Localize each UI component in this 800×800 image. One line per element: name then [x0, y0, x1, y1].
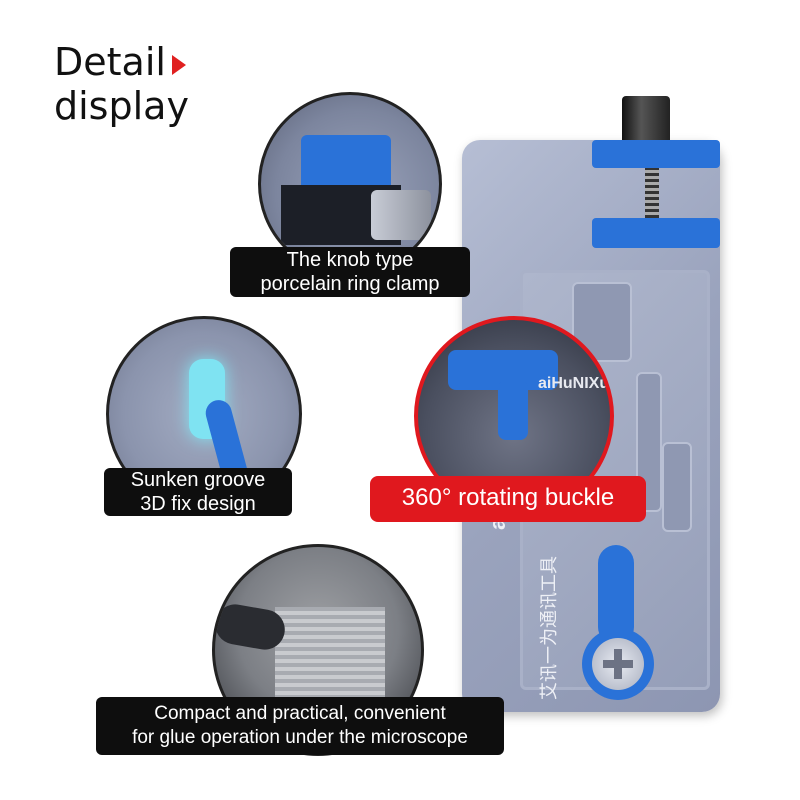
- brand-engraving-detail: aiHuNIXun: [538, 375, 614, 393]
- clamp-bar-top: [592, 140, 720, 168]
- callout-line: for glue operation under the microscope: [132, 727, 468, 748]
- detail-circle-knob-clamp: [258, 92, 442, 276]
- callout-groove: Sunken groove 3D fix design: [104, 468, 292, 516]
- brand-engraving-detail-text: aiHuNIXun: [538, 375, 614, 392]
- screw-cross: [614, 649, 622, 679]
- callout-line: Compact and practical, convenient: [154, 703, 446, 724]
- title-line-2: display: [54, 84, 189, 128]
- clamp-bar-bottom: [592, 218, 720, 248]
- callout-rotating-buckle: 360° rotating buckle: [370, 476, 646, 522]
- callout-line: 360° rotating buckle: [401, 484, 615, 511]
- callout-line: The knob type: [286, 249, 414, 271]
- callout-line: Sunken groove: [130, 469, 266, 491]
- callout-line: 3D fix design: [140, 493, 256, 515]
- plate-slot: [662, 442, 692, 532]
- play-arrow-icon: [172, 55, 186, 75]
- title-line-1: Detail: [54, 40, 166, 84]
- brand-subtitle-engraving: 艾讯一为通讯工具: [539, 556, 559, 700]
- callout-microscope: Compact and practical, convenient for gl…: [96, 697, 504, 755]
- page-title: Detail display: [54, 40, 189, 128]
- callout-line: porcelain ring clamp: [260, 273, 440, 295]
- callout-knob-clamp: The knob type porcelain ring clamp: [230, 247, 470, 297]
- buckle-pin-detail: [498, 380, 528, 440]
- clamp-screw: [645, 168, 659, 218]
- ceramic-ring-detail: [371, 190, 431, 240]
